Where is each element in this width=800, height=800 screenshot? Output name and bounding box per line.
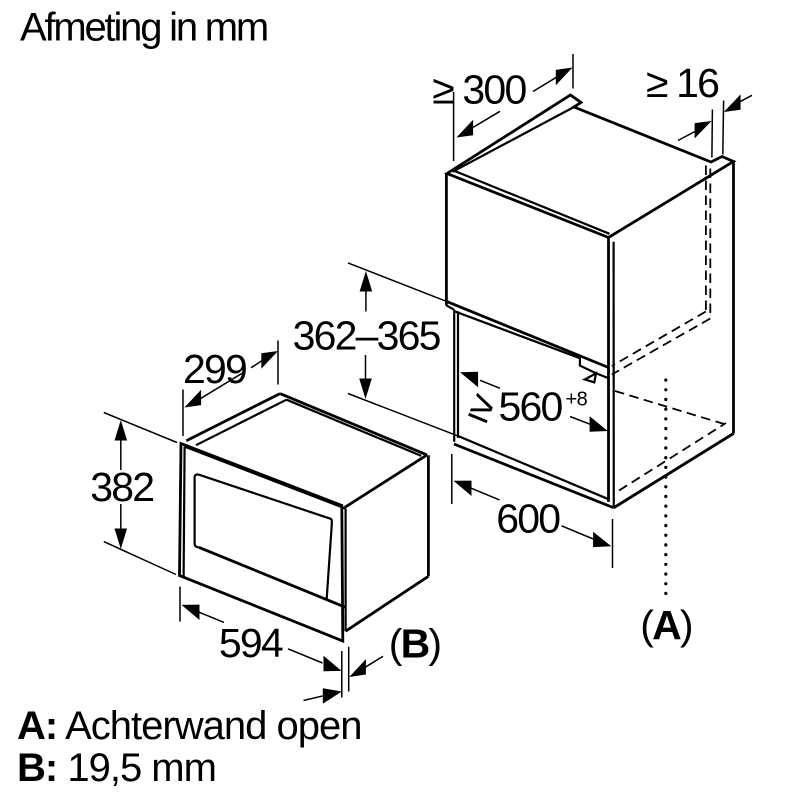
svg-text:560: 560	[498, 384, 562, 430]
svg-text:Afmeting in mm: Afmeting in mm	[20, 6, 267, 50]
svg-text:382: 382	[90, 464, 153, 510]
svg-text:≥ 16: ≥ 16	[646, 60, 718, 106]
svg-text:(B): (B)	[389, 621, 441, 667]
svg-text:594: 594	[219, 620, 283, 666]
svg-text:+8: +8	[566, 389, 588, 411]
svg-text:600: 600	[496, 496, 560, 542]
svg-text:(A): (A)	[640, 602, 692, 648]
svg-text:B: 19,5 mm: B: 19,5 mm	[17, 746, 216, 790]
svg-text:299: 299	[183, 346, 246, 392]
svg-text:≥ 300: ≥ 300	[432, 67, 526, 113]
svg-text:362–365: 362–365	[293, 313, 441, 359]
svg-text:A: Achterwand open: A: Achterwand open	[17, 704, 361, 748]
